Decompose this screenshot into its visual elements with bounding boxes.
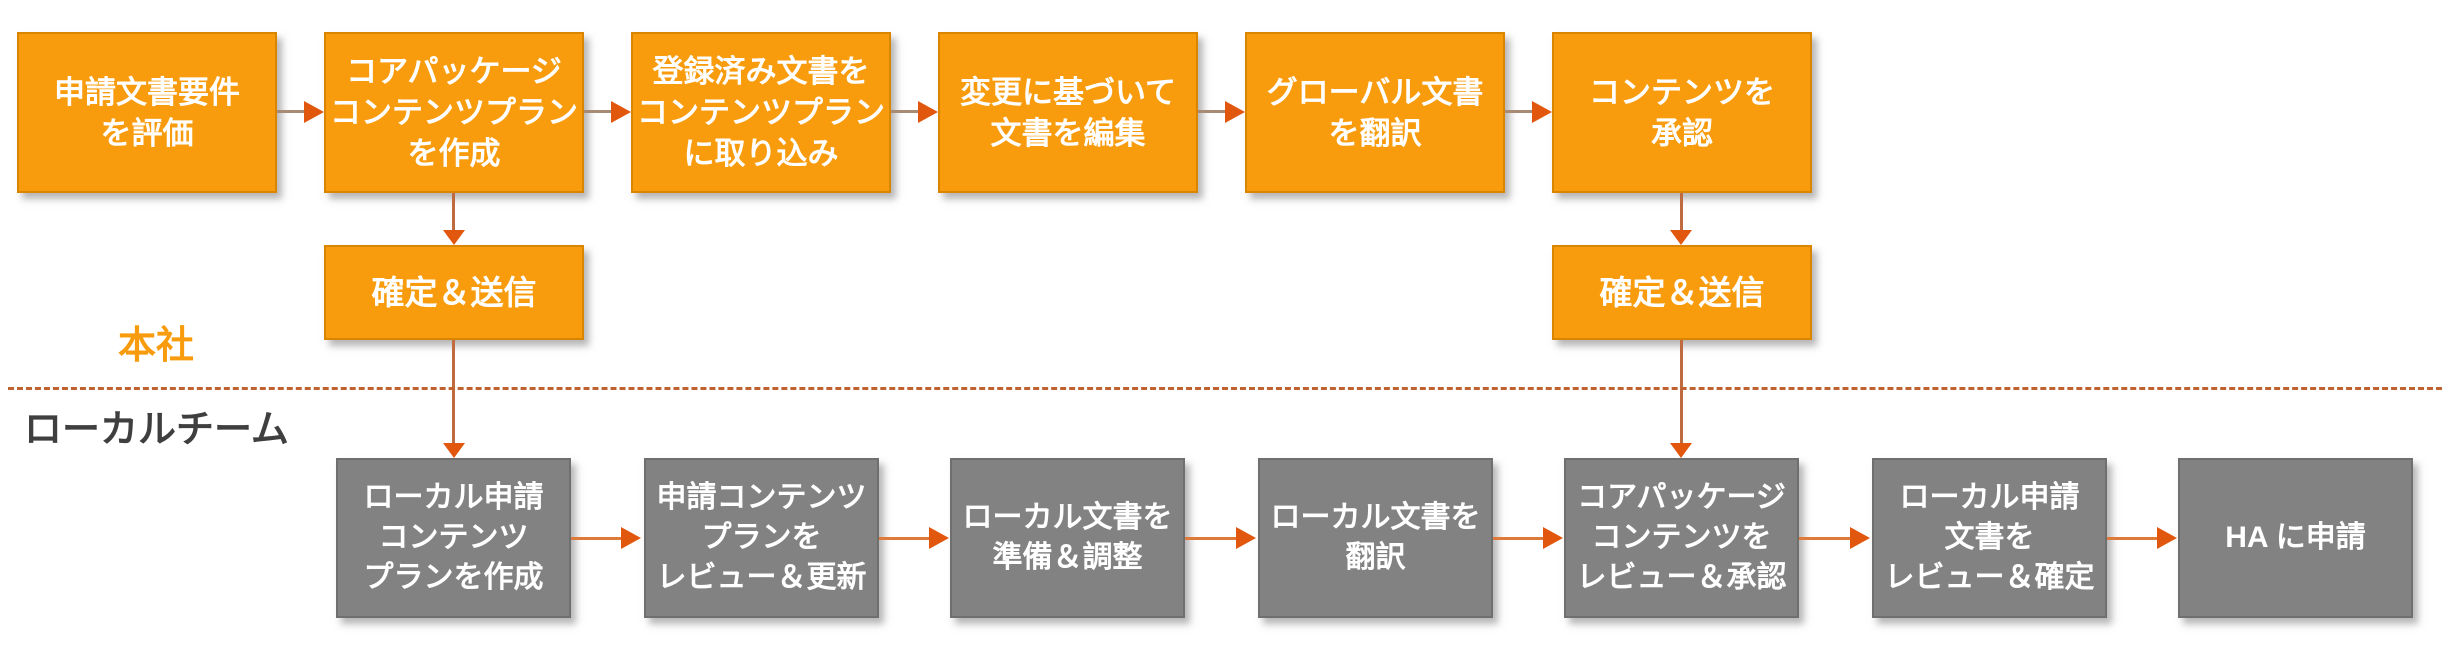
arrow-head: [304, 101, 324, 123]
arrow-line: [1185, 537, 1236, 540]
arrow-head: [1670, 230, 1692, 245]
local-step-translate-local-docs: ローカル文書を 翻訳: [1258, 458, 1493, 618]
arrow-line: [1799, 537, 1850, 540]
local-step-submit-to-ha: HA に申請: [2178, 458, 2413, 618]
arrow-head: [621, 527, 641, 549]
arrow-head: [1236, 527, 1256, 549]
arrow-line: [452, 340, 455, 443]
arrow-line: [1493, 537, 1543, 540]
arrow-head: [611, 101, 631, 123]
hq-step-import-registered-docs: 登録済み文書を コンテンツプラン に取り込み: [631, 32, 891, 193]
arrow-line: [277, 110, 304, 113]
arrow-head: [2157, 527, 2177, 549]
arrow-head: [1225, 101, 1245, 123]
arrow-line: [1680, 193, 1683, 230]
local-step-create-local-content-plan: ローカル申請 コンテンツ プランを作成: [336, 458, 571, 618]
local-step-prepare-adjust-docs: ローカル文書を 準備＆調整: [950, 458, 1185, 618]
hq-step-translate-global-docs: グローバル文書 を翻訳: [1245, 32, 1505, 193]
lane-divider: [8, 387, 2442, 390]
local-step-review-finalize-local-docs: ローカル申請 文書を レビュー＆確定: [1872, 458, 2107, 618]
arrow-line: [1505, 110, 1532, 113]
local-step-review-update-plan: 申請コンテンツ プランを レビュー＆更新: [644, 458, 879, 618]
lane-label-local-team: ローカルチーム: [24, 409, 289, 451]
arrow-line: [452, 193, 455, 230]
hq-step-evaluate-requirements: 申請文書要件 を評価: [17, 32, 277, 193]
hq-step-edit-docs-per-changes: 変更に基づいて 文書を編集: [938, 32, 1198, 193]
hq-step-create-core-content-plan: コアパッケージ コンテンツプラン を作成: [324, 32, 584, 193]
arrow-head: [1670, 443, 1692, 458]
arrow-line: [879, 537, 929, 540]
arrow-line: [1198, 110, 1225, 113]
arrow-line: [571, 537, 621, 540]
arrow-head: [1532, 101, 1552, 123]
hq-submit-box-1: 確定＆送信: [324, 245, 584, 340]
arrow-head: [1543, 527, 1563, 549]
arrow-head: [929, 527, 949, 549]
hq-step-approve-content: コンテンツを 承認: [1552, 32, 1812, 193]
arrow-line: [1680, 340, 1683, 443]
local-step-review-approve-core-content: コアパッケージ コンテンツを レビュー＆承認: [1564, 458, 1799, 618]
hq-submit-box-2: 確定＆送信: [1552, 245, 1812, 340]
arrow-head: [918, 101, 938, 123]
arrow-head: [443, 443, 465, 458]
arrow-head: [1850, 527, 1870, 549]
arrow-line: [2107, 537, 2157, 540]
arrow-line: [584, 110, 611, 113]
arrow-line: [891, 110, 918, 113]
lane-label-headquarters: 本社: [118, 325, 195, 367]
arrow-head: [443, 230, 465, 245]
